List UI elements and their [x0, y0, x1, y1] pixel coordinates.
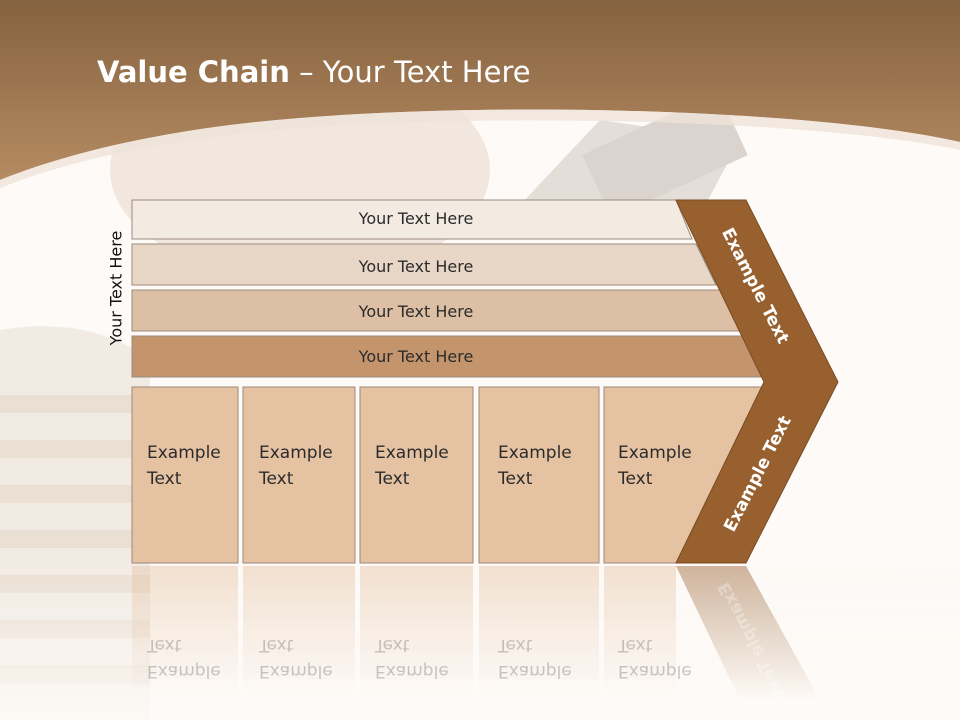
title-rest: – Your Text Here — [289, 55, 531, 89]
column-label-1-line2: Text — [147, 469, 182, 489]
column-label-4-line2: Text — [498, 469, 533, 489]
header-band — [0, 0, 960, 180]
chevron-arrow — [675, 199, 839, 564]
column-label-5-line2: Text — [618, 469, 653, 489]
column-reflection-1-line2: Text — [147, 635, 182, 655]
column-reflection-5-line1: Example — [618, 661, 692, 681]
column-label-5-line1: Example — [618, 443, 692, 463]
column-label-4-line1: Example — [498, 443, 572, 463]
row-bar-1 — [131, 199, 693, 240]
column-label-3-line2: Text — [375, 469, 410, 489]
column-reflection-2-line2: Text — [259, 635, 294, 655]
column-reflection-4-line2: Text — [498, 635, 533, 655]
column-reflection-4: Example Text — [498, 632, 572, 684]
column-reflection-1-line1: Example — [147, 661, 221, 681]
column-label-1-line1: Example — [147, 443, 221, 463]
column-box-4 — [478, 386, 600, 564]
column-box-2 — [242, 386, 356, 564]
row-label-4: Your Text Here — [358, 347, 474, 366]
row-label-3: Your Text Here — [358, 302, 474, 321]
column-reflection-1: Example Text — [147, 632, 221, 684]
column-reflection-5: Example Text — [618, 632, 692, 684]
title-bold: Value Chain — [97, 55, 290, 89]
column-reflection-3-line2: Text — [375, 635, 410, 655]
column-reflection-3-line1: Example — [375, 661, 449, 681]
column-reflection-4-line1: Example — [498, 661, 572, 681]
column-label-2-line2: Text — [259, 469, 294, 489]
row-label-1: Your Text Here — [358, 209, 474, 228]
column-label-2-line1: Example — [259, 443, 333, 463]
reflection — [132, 566, 820, 700]
row-label-2: Your Text Here — [358, 257, 474, 276]
column-box-3 — [359, 386, 474, 564]
slide-title: Value Chain – Your Text Here — [97, 55, 531, 89]
column-reflection-2-line1: Example — [259, 661, 333, 681]
column-reflection-2: Example Text — [259, 632, 333, 684]
row-bar-2 — [131, 243, 717, 286]
column-reflection-5-line2: Text — [618, 635, 653, 655]
column-box-1 — [131, 386, 239, 564]
column-reflection-3: Example Text — [375, 632, 449, 684]
column-label-3-line1: Example — [375, 443, 449, 463]
